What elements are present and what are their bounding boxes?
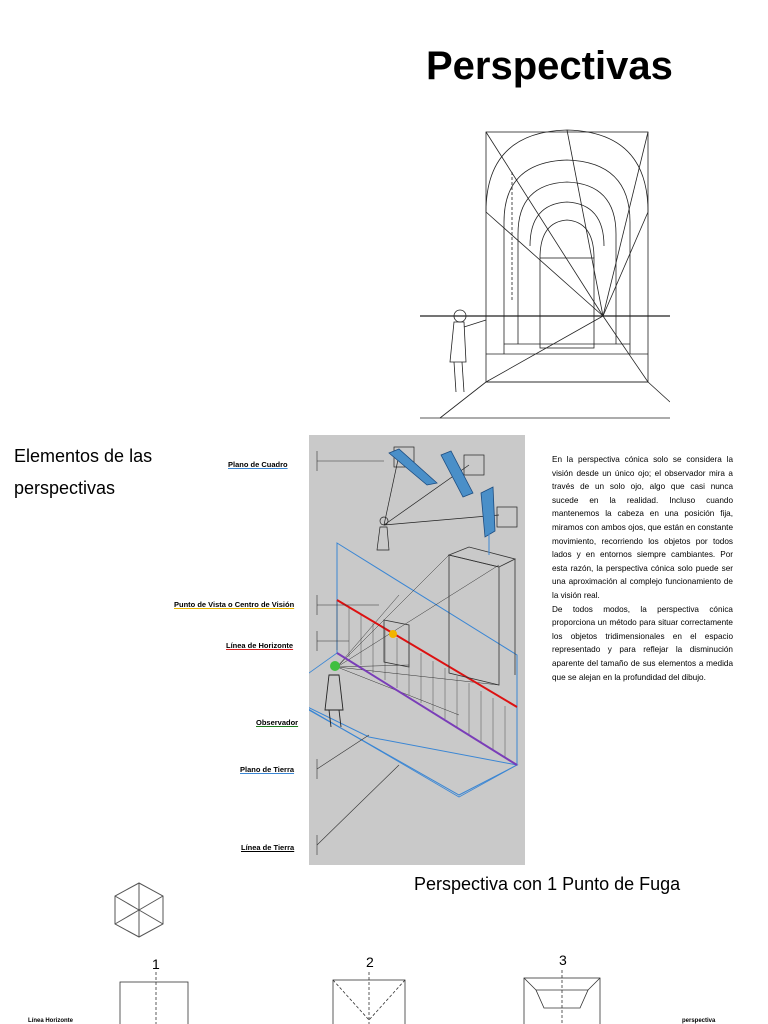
body-paragraph-1: En la perspectiva cónica solo se conside… xyxy=(552,453,733,603)
page-title: Perspectivas xyxy=(426,44,673,89)
cube-icon xyxy=(112,880,166,940)
label-observador: Observador xyxy=(256,718,298,727)
label-linea-tierra: Línea de Tierra xyxy=(241,843,294,852)
step-3-number: 3 xyxy=(559,952,567,968)
perspective-elements-diagram xyxy=(309,435,525,865)
section-title-punto-fuga: Perspectiva con 1 Punto de Fuga xyxy=(414,874,680,895)
vault-perspective-illustration xyxy=(420,122,670,420)
label-plano-tierra: Plano de Tierra xyxy=(240,765,294,774)
body-text: En la perspectiva cónica solo se conside… xyxy=(552,453,733,684)
section-title-elementos: Elementos de las perspectivas xyxy=(14,440,194,504)
label-plano-cuadro: Plano de Cuadro xyxy=(228,460,288,469)
label-linea-horizonte: Línea de Horizonte xyxy=(226,641,293,650)
label-perspectiva-bottom: perspectiva xyxy=(682,1018,715,1024)
body-paragraph-2: De todos modos, la perspectiva cónica pr… xyxy=(552,603,733,685)
vanishing-point-steps xyxy=(0,968,768,1024)
label-punto-vista: Punto de Vista o Centro de Visión xyxy=(174,600,294,609)
label-linea-horizonte-bottom: Línea Horizonte xyxy=(28,1018,73,1024)
